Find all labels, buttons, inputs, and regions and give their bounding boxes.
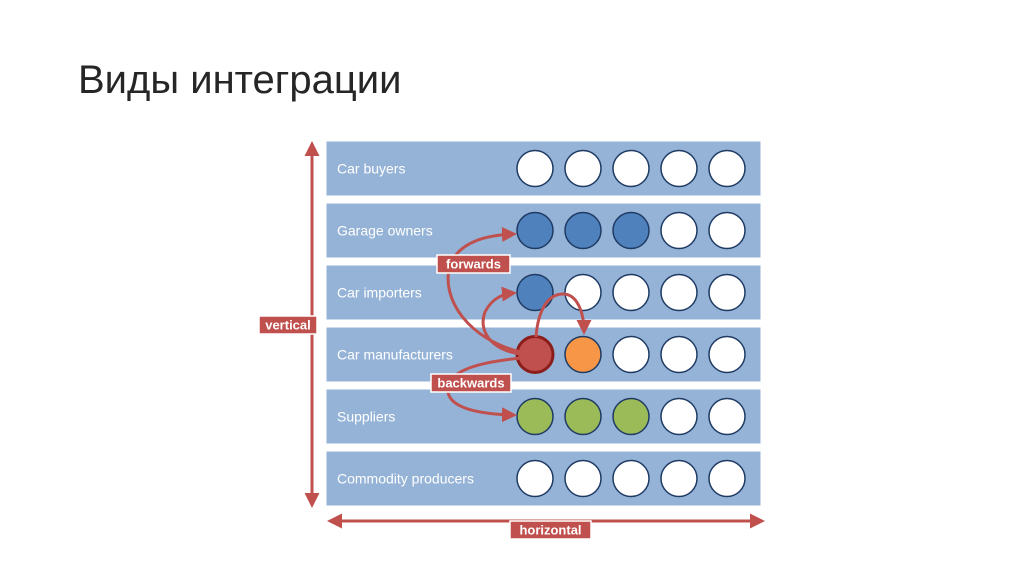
row-suppliers: Suppliers [323,386,764,447]
vertical-tag-text: vertical [265,318,311,333]
page-title: Виды интеграции [78,58,402,102]
company-circle-green [612,397,650,436]
forward-arrow-to-importers [481,286,522,356]
row-car-importers: Car importers [323,262,764,323]
company-circle-empty [564,273,602,312]
row-car-manufacturers: Car manufacturers [323,324,764,385]
company-circle-empty [708,211,746,250]
forwards-tag-text: forwards [446,257,501,272]
company-circle-green [516,397,554,436]
company-circle-empty [708,149,746,188]
row-label: Car manufacturers [337,347,453,363]
row-commodity-producers: Commodity producers [323,448,764,509]
company-circle-empty [708,273,746,312]
row-label: Car buyers [337,161,405,177]
vertical-tag [258,315,318,335]
company-circle-empty [708,459,746,498]
horizontal-axis: horizontal [327,513,765,540]
horizontal-tag [509,520,592,540]
company-circle-empty [564,149,602,188]
row-label: Garage owners [337,223,433,239]
company-circle-empty [612,149,650,188]
company-circle-blue [564,211,602,250]
forwards-label: forwards [436,254,511,274]
company-circle-empty [708,397,746,436]
backwards-tag-text: backwards [437,376,504,391]
row-car-buyers: Car buyers [323,138,764,199]
company-circle-empty [660,459,698,498]
row-label: Commodity producers [337,471,474,487]
company-circle-empty [660,273,698,312]
company-circle-empty [516,459,554,498]
company-circle-green [564,397,602,436]
company-circle-red [515,335,555,374]
company-circle-empty [708,335,746,374]
company-circle-empty [660,397,698,436]
forwards-tag [436,254,511,274]
company-circle-orange [564,335,602,374]
company-circle-empty [660,335,698,374]
company-circle-empty [612,459,650,498]
company-circle-empty [516,149,554,188]
forward-arrow-to-orange [534,292,592,338]
backwards-tag [430,373,512,393]
company-circle-empty [660,211,698,250]
company-circle-blue [516,273,554,312]
vertical-axis: vertical [258,141,320,508]
company-circle-empty [612,335,650,374]
company-circle-empty [612,273,650,312]
row-garage-owners: Garage owners [323,200,764,261]
company-circle-blue [612,211,650,250]
row-label: Suppliers [337,409,395,425]
backwards-label: backwards [430,373,512,393]
company-circle-blue [516,211,554,250]
company-circle-empty [660,149,698,188]
row-label: Car importers [337,285,422,301]
company-circle-empty [564,459,602,498]
horizontal-tag-text: horizontal [519,523,581,538]
